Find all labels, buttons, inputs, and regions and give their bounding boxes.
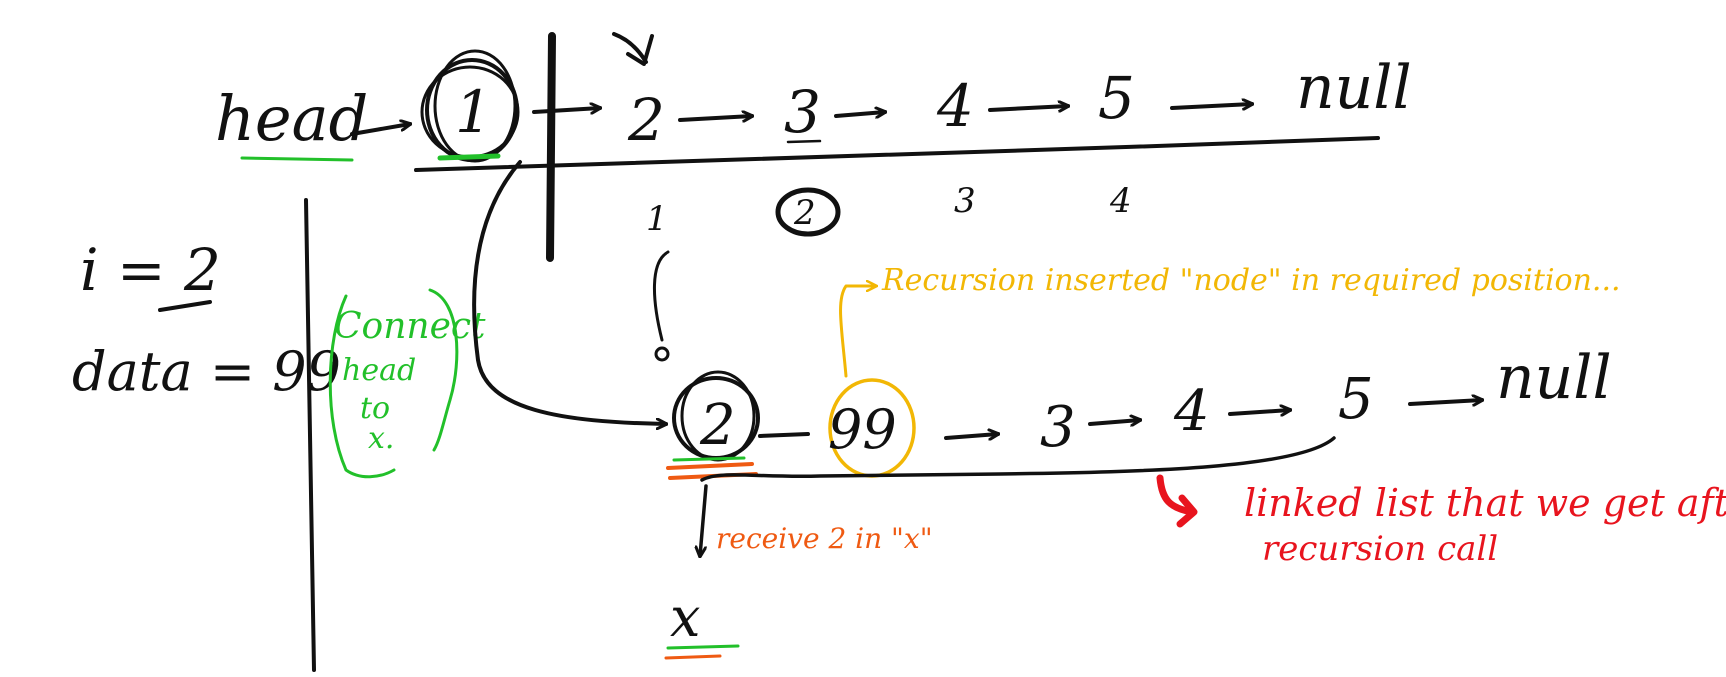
node-2-underline-orange-1 — [666, 462, 754, 470]
top-node-5-value: 5 — [1098, 64, 1135, 132]
top-arrow-3-4 — [834, 112, 885, 116]
bottom-node-2-value: 2 — [699, 393, 736, 458]
bottom-arrow-3-4 — [1088, 420, 1140, 424]
index-label-1: 1 — [646, 199, 668, 239]
cut-bar — [546, 32, 556, 262]
top-list-underline — [414, 136, 1380, 172]
bottom-node-2: 2 — [666, 370, 760, 480]
connect-line-4: x. — [368, 421, 394, 456]
bottom-arrow-5-null — [1408, 400, 1482, 404]
bottom-node-99: 99 — [828, 378, 916, 478]
node-2-underline-green — [672, 456, 746, 462]
result-note: linked list that we get after recursion … — [1156, 474, 1726, 569]
red-pointer-arrow — [1156, 474, 1198, 528]
top-node-1-value: 1 — [455, 78, 492, 146]
connect-line-1: Connect — [334, 306, 486, 347]
bottom-node-5-value: 5 — [1338, 367, 1374, 432]
recursion-note-text: Recursion inserted "node" in required po… — [881, 263, 1621, 298]
parameters: i = 2 data = 99 — [72, 236, 341, 403]
top-null-label: null — [1296, 53, 1412, 123]
recursion-note: Recursion inserted "node" in required po… — [839, 263, 1621, 378]
bottom-arrow-99-3 — [944, 434, 998, 438]
index-label-2: 2 — [793, 193, 816, 233]
top-arrow-2-3 — [678, 116, 752, 120]
param-i: i = 2 — [80, 236, 221, 304]
top-arrow-4-5 — [988, 106, 1068, 110]
recursion-call-arrow — [653, 250, 670, 342]
x-label: x — [670, 586, 700, 649]
head-label: head — [215, 82, 368, 155]
bottom-node-99-value: 99 — [828, 398, 897, 461]
top-node-1: 1 — [420, 49, 520, 163]
node-1-underline-green — [437, 153, 501, 161]
receive-x: receive 2 in "x" x — [664, 484, 933, 660]
index-2-circle — [775, 187, 841, 237]
bottom-null-label: null — [1496, 343, 1612, 413]
index-label-3: 3 — [954, 181, 976, 221]
top-node-3-value: 3 — [784, 78, 821, 146]
head-underline-green — [240, 156, 354, 162]
param-data: data = 99 — [72, 340, 341, 403]
connect-line-3: to — [360, 391, 390, 426]
connect-line-2: head — [342, 353, 416, 388]
top-arrow-1-2 — [532, 108, 600, 112]
result-note-line-2: recursion call — [1262, 529, 1498, 569]
connect-note: Connect head to x. — [328, 288, 486, 479]
x-underline-green — [666, 644, 740, 650]
return-arrow — [700, 484, 708, 556]
result-brace — [700, 436, 1336, 482]
bottom-node-3-value: 3 — [1040, 395, 1076, 460]
top-linked-list: head 1 2 3 4 5 null — [215, 32, 1412, 262]
top-arrow-5-null — [1170, 104, 1252, 108]
receive-note: receive 2 in "x" — [716, 522, 933, 555]
pointer-squiggle — [612, 32, 654, 66]
x-underline-orange — [664, 654, 722, 660]
bottom-linked-list: 2 99 3 4 5 null — [666, 343, 1612, 482]
left-divider — [304, 198, 316, 672]
top-node-4-value: 4 — [936, 72, 974, 140]
bottom-node-4-value: 4 — [1173, 379, 1210, 444]
index-label-4: 4 — [1109, 181, 1132, 221]
head-to-x-curve — [472, 160, 666, 424]
bottom-arrow-4-5 — [1228, 410, 1290, 414]
head-arrow — [350, 124, 410, 136]
top-node-2-value: 2 — [627, 86, 665, 154]
result-note-line-1: linked list that we get after — [1244, 481, 1726, 525]
index-labels: 1 2 3 4 — [646, 181, 1132, 239]
